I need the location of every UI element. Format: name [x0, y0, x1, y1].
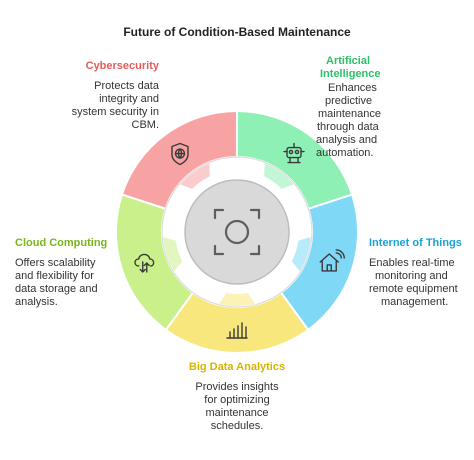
ai-desc-line-1: Enhances [328, 82, 377, 94]
bar-chart-icon [226, 322, 248, 339]
segment-icons [134, 142, 345, 339]
center-hub-circle [184, 179, 290, 285]
label-internet-of-things: Internet of Things Enables real-time mon… [369, 237, 462, 309]
cybersecurity-heading: Cybersecurity [85, 60, 159, 72]
bigdata-desc-line-4: schedules. [210, 420, 264, 432]
focus-camera-icon [213, 208, 261, 256]
ai-heading-line-2: Intelligence [320, 68, 381, 80]
ai-desc-line-3: maintenance [318, 108, 381, 120]
iot-desc-line-4: management. [381, 296, 449, 308]
smart-home-icon [319, 249, 345, 272]
ai-desc-line-2: predictive [325, 95, 373, 107]
inner-tab-cybersecurity [180, 163, 210, 189]
iot-desc-line-3: remote equipment [369, 283, 458, 295]
cloud-desc-line-1: Offers scalability [15, 257, 96, 269]
cybersecurity-desc-line-2: integrity and [99, 93, 159, 105]
label-cybersecurity: Cybersecurity Protects data integrity an… [72, 60, 159, 132]
inner-tab-artificial-intelligence [264, 163, 294, 189]
iot-heading: Internet of Things [369, 237, 462, 249]
ai-desc-line-4: through data [317, 121, 379, 133]
iot-desc-line-1: Enables real-time [369, 257, 455, 269]
cybersecurity-desc-line-1: Protects data [94, 80, 159, 92]
cybersecurity-desc-line-3: system security in [71, 106, 159, 118]
ai-heading-line-1: Artificial [326, 55, 371, 67]
bigdata-desc-line-1: Provides insights [195, 381, 279, 393]
ai-desc-line-6: automation. [316, 147, 374, 159]
inner-tab-big-data-analytics [219, 293, 255, 307]
label-big-data-analytics: Big Data Analytics Provides insights for… [137, 361, 337, 433]
cybersecurity-desc-line-4: CBM. [131, 119, 160, 131]
cloud-sync-icon [134, 253, 155, 273]
cloud-heading: Cloud Computing [15, 237, 108, 249]
inner-tab-cloud-computing [163, 237, 183, 272]
ai-desc-line-5: analysis and [316, 134, 378, 146]
wheel [115, 109, 359, 354]
center-hub [184, 179, 290, 285]
label-cloud-computing: Cloud Computing Offers scalability and f… [15, 237, 107, 309]
diagram-title: Future of Condition-Based Maintenance [123, 25, 351, 39]
iot-desc-line-2: monitoring and [375, 270, 448, 282]
globe-shield-icon [171, 142, 189, 166]
bigdata-desc-line-2: for optimizing [204, 394, 270, 406]
cloud-desc-line-4: analysis. [15, 296, 58, 308]
inner-tab-internet-of-things [291, 237, 311, 272]
cloud-desc-line-3: data storage and [15, 283, 98, 295]
cloud-desc-line-2: and flexibility for [15, 270, 94, 282]
label-artificial-intelligence: Artificial Intelligence Enhances predict… [316, 55, 381, 160]
bigdata-desc-line-3: maintenance [205, 407, 269, 419]
robot-icon [283, 142, 305, 164]
bigdata-heading: Big Data Analytics [188, 361, 286, 373]
